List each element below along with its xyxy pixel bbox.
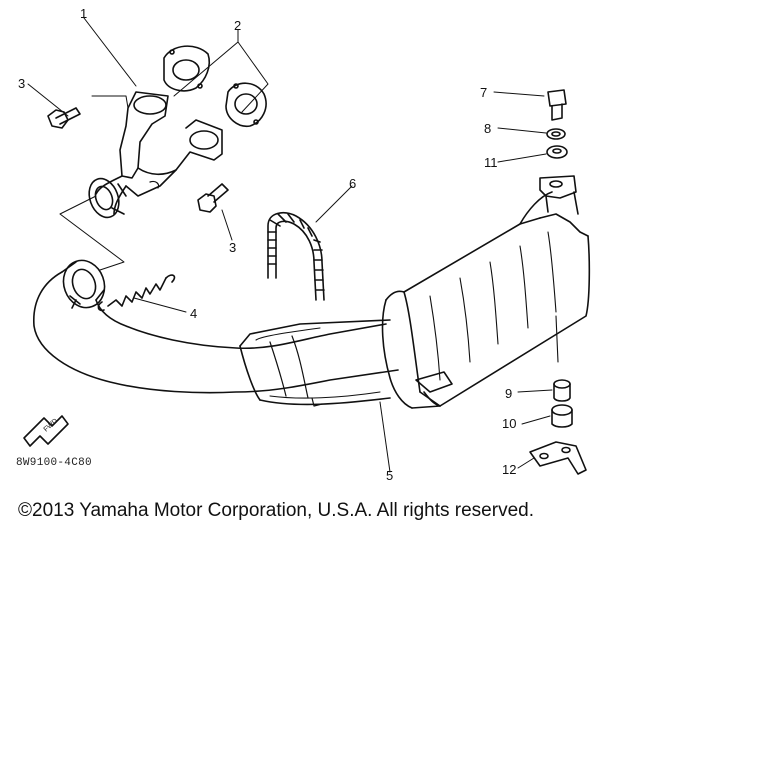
exhaust-manifold-part-1 xyxy=(88,91,223,219)
copyright-notice: ©2013 Yamaha Motor Corporation, U.S.A. A… xyxy=(18,500,534,521)
fwd-arrow-icon xyxy=(23,415,69,447)
bolt-part-3-left xyxy=(47,107,81,129)
callout-6: 6 xyxy=(349,176,356,191)
exhaust-pipe-part-5 xyxy=(33,259,399,407)
callout-7: 7 xyxy=(480,85,487,100)
callout-3-left: 3 xyxy=(18,76,25,91)
leader-lines xyxy=(27,17,553,473)
muffler-body xyxy=(381,175,591,409)
collar-part-9 xyxy=(553,379,571,402)
callout-9: 9 xyxy=(505,386,512,401)
bracket-part-12 xyxy=(529,441,587,475)
callout-3-right: 3 xyxy=(229,240,236,255)
gasket-part-2-upper xyxy=(163,45,211,92)
callout-8: 8 xyxy=(484,121,491,136)
hose-part-6 xyxy=(267,212,325,301)
exhaust-parts-diagram: 1 2 3 3 4 5 6 7 8 11 9 10 12 FWD xyxy=(18,6,591,483)
callout-1: 1 xyxy=(80,6,87,21)
bolt-part-3-right xyxy=(197,183,229,213)
bolt-part-7 xyxy=(547,89,567,121)
spring-part-4 xyxy=(97,274,176,312)
callout-2: 2 xyxy=(234,18,241,33)
callout-5: 5 xyxy=(386,468,393,483)
washer-part-8 xyxy=(546,128,566,140)
damper-part-10 xyxy=(551,404,573,428)
diagram-code: 8W9100-4C80 xyxy=(16,457,92,469)
callout-10: 10 xyxy=(502,416,516,431)
gasket-part-2-lower xyxy=(225,82,267,128)
grommet-part-11 xyxy=(546,145,568,159)
callout-4: 4 xyxy=(190,306,197,321)
callout-12: 12 xyxy=(502,462,516,477)
callout-11: 11 xyxy=(484,155,498,170)
